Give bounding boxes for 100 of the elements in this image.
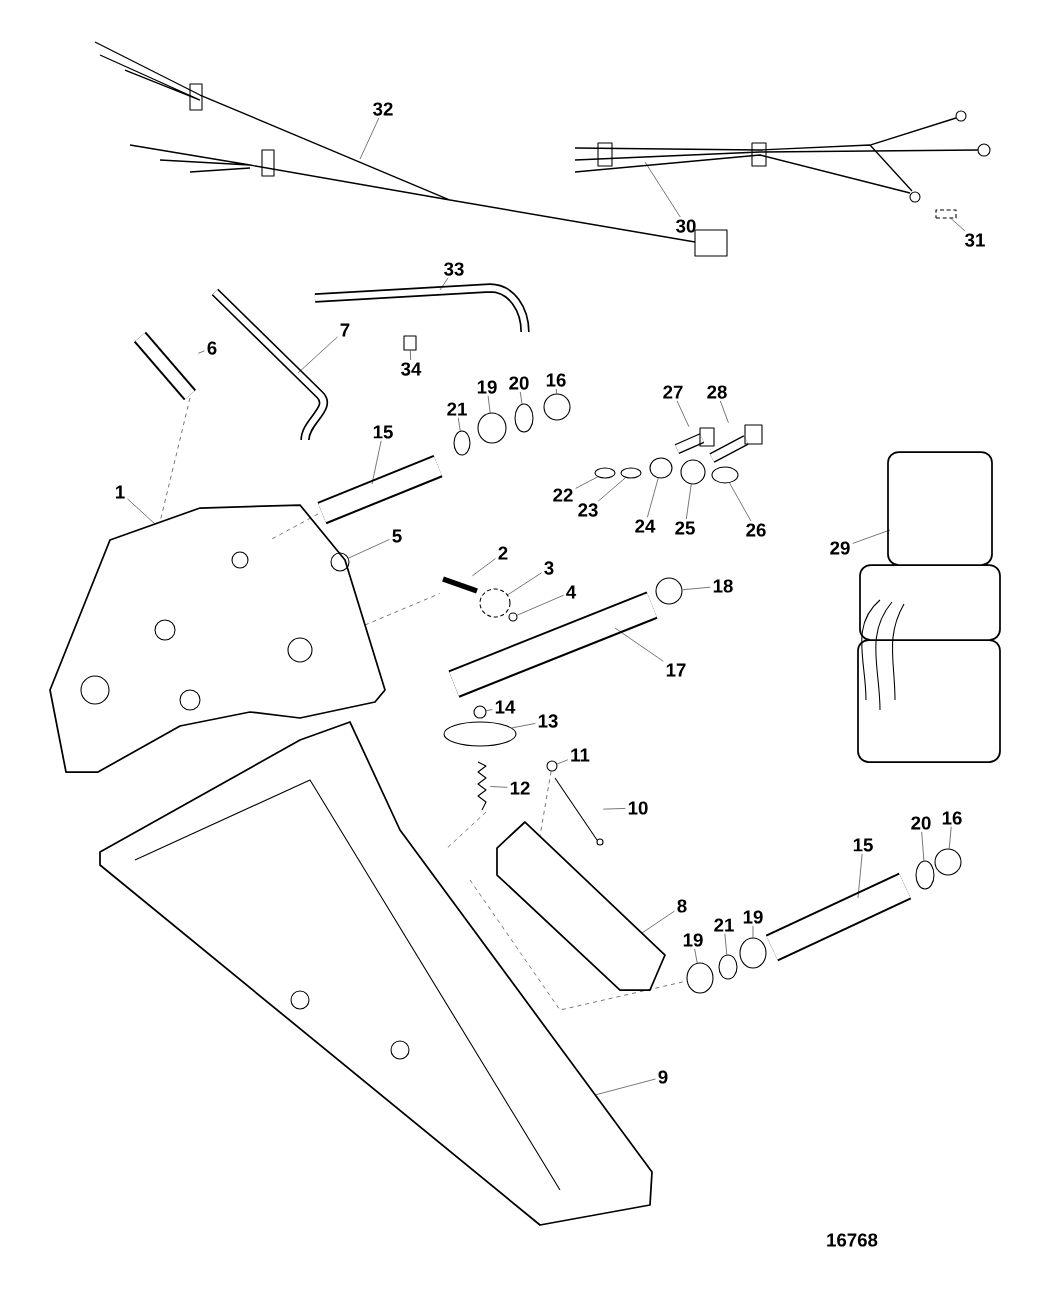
leader-line: [520, 391, 523, 405]
bushing: [477, 412, 507, 444]
nut: [655, 577, 683, 605]
callout-number: 9: [658, 1070, 668, 1084]
leader-line: [487, 395, 491, 413]
callout-number: 25: [675, 521, 695, 535]
washer: [915, 860, 935, 890]
nut: [649, 457, 673, 479]
leader-line: [297, 336, 338, 374]
callout-number: 15: [853, 838, 873, 852]
dashed-guide-line: [364, 593, 440, 626]
connector: [935, 209, 957, 219]
leader-line: [439, 277, 449, 291]
leader-line: [348, 539, 390, 559]
callout-number: 23: [578, 503, 598, 517]
washer: [453, 430, 471, 456]
leader-line: [682, 586, 711, 591]
leader-line: [603, 808, 626, 810]
callout-number: 17: [666, 663, 686, 677]
callout-number: 27: [663, 385, 683, 399]
spring: [477, 761, 487, 811]
leader-line: [614, 627, 664, 662]
callout-number: 16: [942, 811, 962, 825]
bolt: [709, 424, 763, 463]
leader-line: [472, 558, 496, 576]
leader-line: [694, 948, 698, 964]
callout-number: 21: [447, 402, 467, 416]
callout-number: 20: [509, 376, 529, 390]
callout-number: 16: [546, 373, 566, 387]
washer: [594, 467, 616, 479]
callout-number: 15: [373, 425, 393, 439]
leader-line: [575, 476, 598, 489]
lanyard: [554, 777, 604, 846]
nut: [543, 393, 571, 421]
callout-number: 31: [965, 233, 985, 247]
wiring-harness: [574, 110, 991, 203]
callout-number: 2: [498, 546, 508, 560]
pin: [546, 760, 558, 772]
bushing: [686, 962, 714, 994]
leader-line: [556, 388, 557, 394]
leader-line: [556, 759, 569, 765]
leader-line: [644, 161, 681, 218]
callout-number: 10: [628, 801, 648, 815]
callout-number: 26: [746, 523, 766, 537]
leader-line: [676, 400, 690, 427]
nut: [473, 705, 487, 719]
leader-line: [371, 440, 382, 485]
pin: [765, 872, 912, 962]
callout-number: 18: [713, 579, 733, 593]
washer: [620, 467, 642, 479]
leader-line: [458, 417, 461, 432]
leader-line: [686, 484, 692, 520]
callout-number: 19: [743, 910, 763, 924]
leader-line: [852, 529, 891, 544]
leader-line: [729, 482, 752, 522]
callout-number: 4: [566, 585, 577, 599]
leader-line: [720, 400, 729, 423]
dashed-guide-line: [269, 513, 319, 541]
washer: [718, 954, 738, 980]
callout-number: 6: [207, 341, 217, 355]
callout-number: 13: [538, 714, 558, 728]
leader-line: [359, 117, 380, 160]
leader-line: [511, 723, 536, 729]
leader-line: [594, 1078, 656, 1096]
callout-number: 11: [571, 748, 590, 762]
washer: [711, 466, 739, 484]
leader-line: [857, 853, 863, 899]
leader-line: [516, 594, 564, 616]
leader-line: [641, 910, 675, 934]
callout-number: 8: [677, 899, 687, 913]
leader-line: [948, 826, 952, 849]
callout-number: 34: [401, 362, 422, 376]
washer: [514, 403, 534, 433]
callout-number: 22: [553, 488, 573, 502]
callout-number: 3: [544, 561, 554, 575]
leader-line: [507, 572, 542, 595]
leader-line: [647, 477, 659, 518]
callout-number: 20: [911, 816, 931, 830]
callout-number: 5: [392, 529, 402, 543]
callout-number: 21: [714, 918, 734, 932]
wiring-harness: [94, 41, 728, 257]
callout-number: 1: [116, 485, 125, 499]
callout-number: 19: [477, 380, 497, 394]
nut: [934, 848, 962, 876]
callout-number: 24: [635, 519, 656, 533]
leader-line: [724, 933, 728, 955]
dashed-guide-line: [444, 811, 487, 851]
leader-line: [198, 350, 205, 354]
leader-line: [486, 709, 493, 711]
leader-line: [410, 350, 411, 361]
bushing: [739, 937, 767, 969]
leader-line: [921, 831, 925, 861]
leader-line: [598, 477, 626, 502]
callout-number: 29: [830, 541, 850, 555]
callout-number: 33: [444, 262, 464, 276]
trim-cylinder: [496, 821, 666, 991]
fitting: [403, 335, 417, 351]
callout-number: 7: [340, 323, 350, 337]
leader-line: [752, 925, 754, 938]
leader-line: [950, 218, 966, 232]
